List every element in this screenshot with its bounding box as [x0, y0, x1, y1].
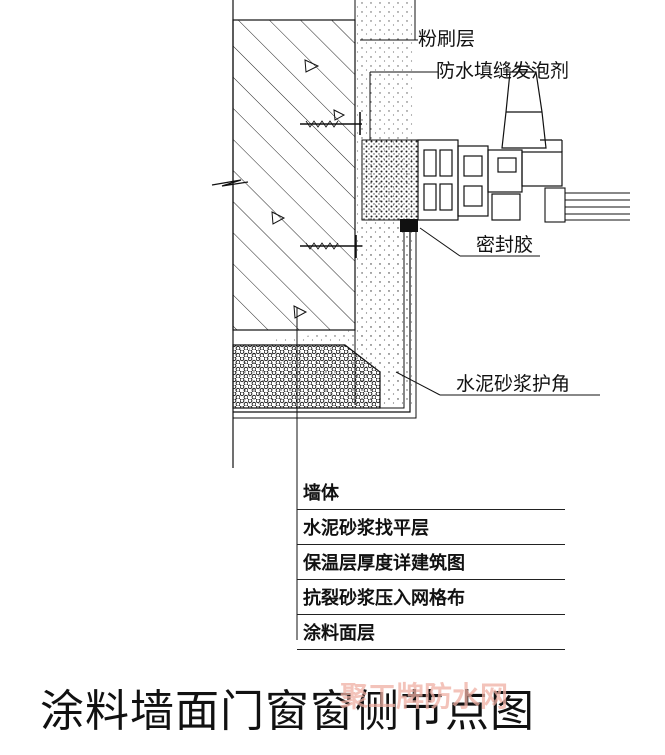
drawing-caption: 涂料墙面门窗窗侧节点图 — [40, 686, 535, 737]
legend-item: 水泥砂浆找平层 — [297, 510, 565, 545]
label-mortar-corner: 水泥砂浆护角 — [456, 373, 571, 395]
mesh-outline — [233, 226, 411, 413]
sealant-block — [400, 219, 418, 232]
mortar-sill — [362, 220, 414, 332]
glass-pane — [544, 187, 630, 223]
legend-item: 涂料面层 — [297, 615, 565, 650]
label-foam: 防水填缝发泡剂 — [436, 60, 570, 82]
watermark-logo: 聚工牌防水网 — [340, 680, 509, 713]
legend-item: 保温层厚度详建筑图 — [297, 545, 565, 580]
anchor-screw-upper — [300, 112, 362, 135]
legend-item: 墙体 — [297, 475, 565, 510]
structural-wall — [232, 19, 356, 331]
label-plaster: 粉刷层 — [418, 28, 476, 50]
layer-legend: 墙体 水泥砂浆找平层 保温层厚度详建筑图 抗裂砂浆压入网格布 涂料面层 — [297, 475, 565, 650]
legend-item: 抗裂砂浆压入网格布 — [297, 580, 565, 615]
insulation-layer — [232, 344, 381, 409]
label-sealant: 密封胶 — [476, 234, 534, 256]
foam-filler — [361, 139, 419, 221]
leader-lines — [296, 39, 600, 640]
window-frame-profile — [417, 139, 563, 221]
foam-nozzle — [501, 65, 547, 149]
anchor-screw-lower — [300, 235, 362, 258]
